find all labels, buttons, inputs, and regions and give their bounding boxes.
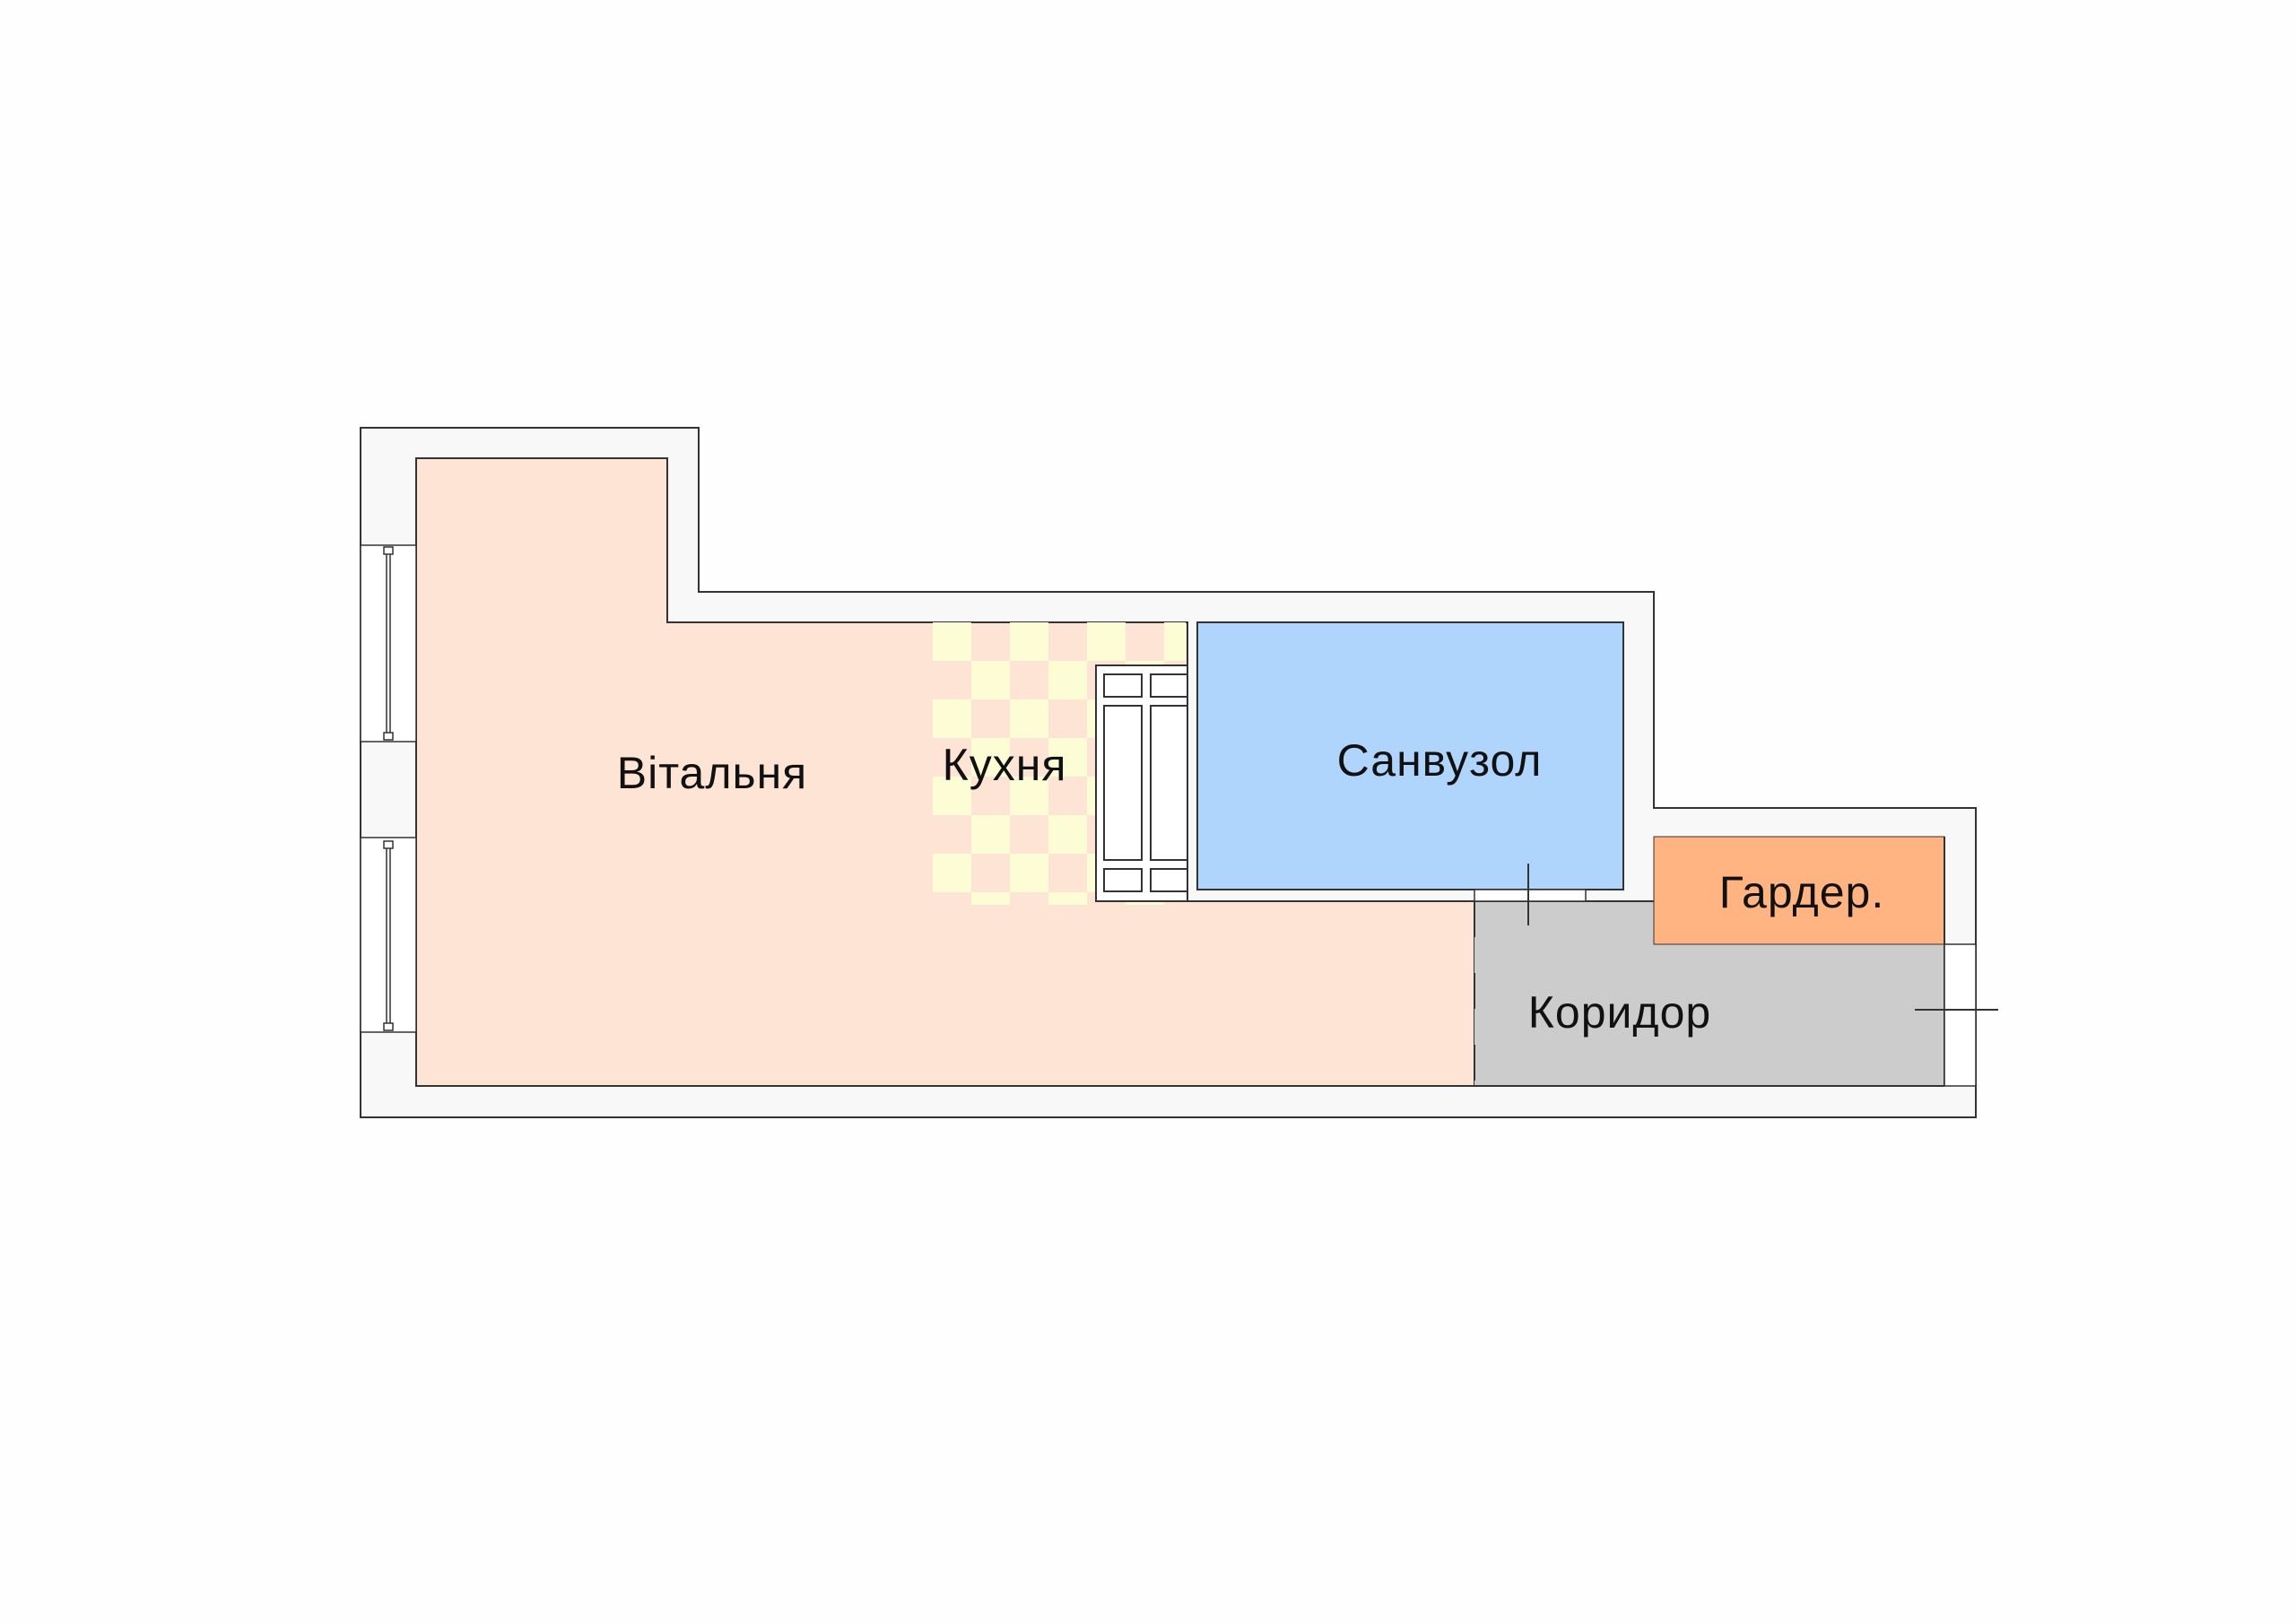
window-1 — [360, 544, 417, 743]
room-label-kitchen: Кухня — [942, 740, 1067, 790]
bathroom-door[interactable] — [1474, 889, 1587, 902]
room-wardrobe — [1653, 836, 1945, 945]
room-label-corridor: Коридор — [1527, 987, 1712, 1038]
kitchen-appliances — [1103, 673, 1188, 892]
window-2 — [360, 837, 417, 1033]
room-bathroom — [1196, 621, 1624, 890]
room-label-bathroom: Санвузол — [1336, 735, 1543, 786]
room-label-living: Вітальня — [616, 748, 808, 798]
entrance-door[interactable] — [1944, 943, 1977, 1087]
room-label-wardrobe: Гардер. — [1718, 867, 1885, 917]
